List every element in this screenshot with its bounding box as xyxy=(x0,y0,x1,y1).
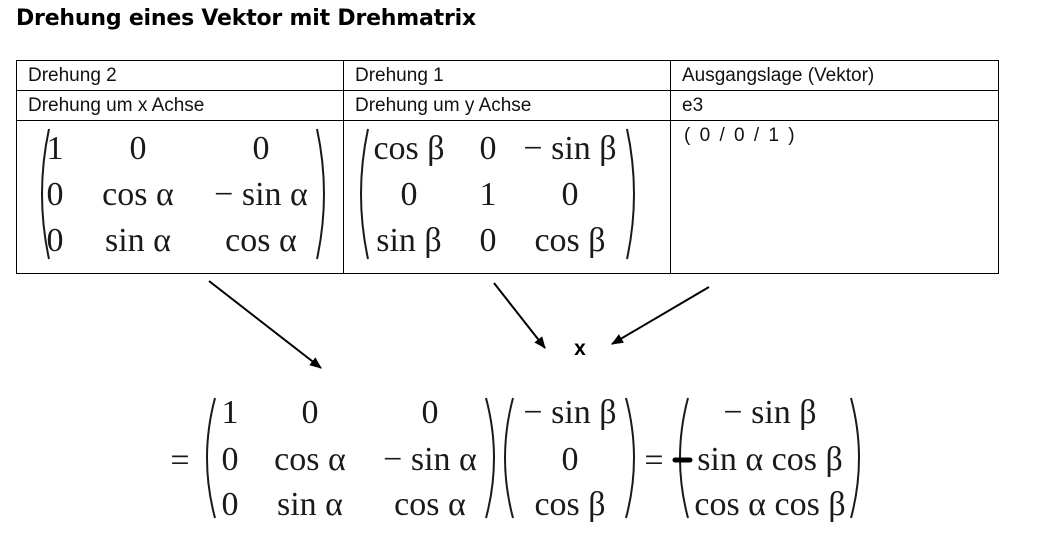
eq-m-1-1: cos α xyxy=(274,441,346,478)
equation-lead-equals: = xyxy=(170,442,189,479)
rx-cell-2-1: sin α xyxy=(105,222,171,259)
multiply-operator: x xyxy=(574,337,586,360)
eq-m-0-0: 1 xyxy=(222,394,239,431)
left-paren xyxy=(41,128,50,260)
result-0: − sin β xyxy=(723,394,816,431)
ry-cell-0-0: cos β xyxy=(373,130,444,167)
eq-m-0-1: 0 xyxy=(302,394,319,431)
subheader-y-axis: Drehung um y Achse xyxy=(343,90,671,121)
arrow-from-vector xyxy=(611,286,710,345)
cell-start-vector: ( 0 / 0 / 1 ) xyxy=(670,120,999,274)
ry-cell-2-0: sin β xyxy=(376,222,441,259)
rx-cell-0-0: 1 xyxy=(47,130,64,167)
rotation-table: Drehung 2 Drehung 1 Ausgangslage (Vektor… xyxy=(16,60,999,274)
ry-cell-0-2: − sin β xyxy=(523,130,616,167)
result-1: sin α cos β xyxy=(697,441,843,478)
eq-vector-0: − sin β xyxy=(523,394,616,431)
ry-cell-1-2: 0 xyxy=(562,176,579,213)
ry-cell-2-2: cos β xyxy=(534,222,605,259)
right-paren xyxy=(316,128,325,260)
arrow-from-drehung-1 xyxy=(493,282,546,349)
rotation-matrix-y: cos β 0 − sin β 0 1 0 sin β 0 cos β xyxy=(360,128,635,260)
result-2: cos α cos β xyxy=(694,486,845,523)
eq-matrix-left-paren xyxy=(206,397,216,519)
ry-cell-1-1: 1 xyxy=(480,176,497,213)
eq-m-1-0: 0 xyxy=(222,441,239,478)
eq-m-2-2: cos α xyxy=(394,486,466,523)
eq-m-0-2: 0 xyxy=(422,394,439,431)
eq-m-1-2: − sin α xyxy=(383,441,477,478)
rx-cell-1-1: cos α xyxy=(102,176,174,213)
ry-cell-1-0: 0 xyxy=(401,176,418,213)
rotation-matrix-x: 1 0 0 0 cos α − sin α 0 sin α cos α xyxy=(41,128,325,260)
header-drehung-1: Drehung 1 xyxy=(343,60,671,91)
eq-m-2-1: sin α xyxy=(277,486,343,523)
header-drehung-2: Drehung 2 xyxy=(16,60,344,91)
right-paren xyxy=(626,128,635,260)
subheader-e3: e3 xyxy=(670,90,999,121)
page-title: Drehung eines Vektor mit Drehmatrix xyxy=(16,6,476,31)
equation-equals: = xyxy=(644,442,663,479)
start-vector-text: ( 0 / 0 / 1 ) xyxy=(684,125,797,146)
rx-cell-1-2: − sin α xyxy=(214,176,308,213)
rx-cell-0-2: 0 xyxy=(253,130,270,167)
arrow-from-drehung-2 xyxy=(208,280,322,369)
cell-rotation-y: cos β 0 − sin β 0 1 0 sin β 0 cos β xyxy=(343,120,671,274)
rx-cell-2-2: cos α xyxy=(225,222,297,259)
ry-cell-0-1: 0 xyxy=(480,130,497,167)
ry-cell-2-1: 0 xyxy=(480,222,497,259)
eq-vector-1: 0 xyxy=(562,441,579,478)
eq-matrix-right-paren xyxy=(485,397,495,519)
cell-rotation-x: 1 0 0 0 cos α − sin α 0 sin α cos α xyxy=(16,120,344,274)
rx-cell-2-0: 0 xyxy=(47,222,64,259)
eq-vector-left-paren xyxy=(504,397,514,519)
eq-m-2-0: 0 xyxy=(222,486,239,523)
rx-cell-1-0: 0 xyxy=(47,176,64,213)
rx-cell-0-1: 0 xyxy=(130,130,147,167)
result-right-paren xyxy=(850,397,860,519)
header-ausgangslage: Ausgangslage (Vektor) xyxy=(670,60,999,91)
eq-vector-2: cos β xyxy=(534,486,605,523)
eq-vector-right-paren xyxy=(625,397,635,519)
left-paren xyxy=(360,128,369,260)
